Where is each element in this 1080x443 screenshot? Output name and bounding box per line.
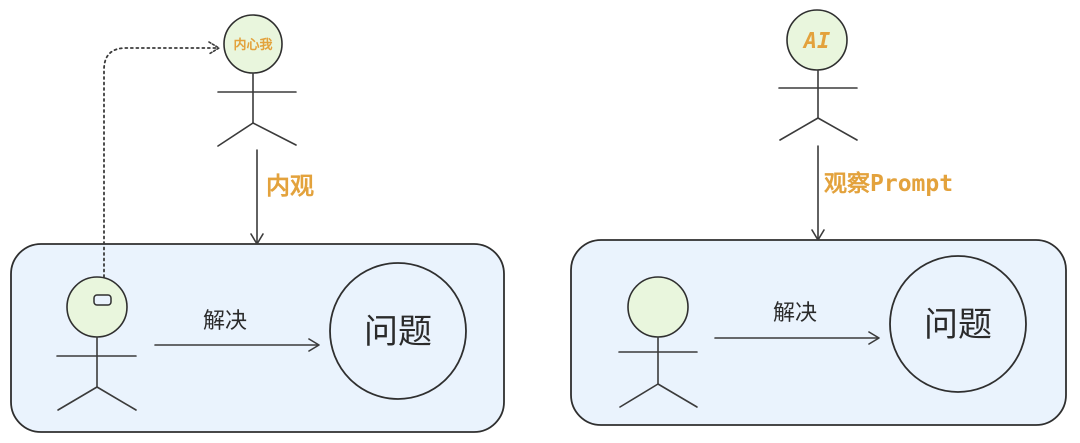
eye-window-icon <box>93 294 112 306</box>
right-scene: AI 观察Prompt 解决 问题 <box>570 9 1067 426</box>
person-figure-right <box>618 276 698 408</box>
person-head-right <box>627 276 689 338</box>
inner-self-label: 内心我 <box>233 37 272 53</box>
problem-label-right: 问题 <box>924 305 992 345</box>
solve-label-right: 解决 <box>773 301 817 326</box>
problem-label-left: 问题 <box>364 312 432 352</box>
inner-self-figure: 内心我 <box>217 14 297 147</box>
problem-circle-right <box>889 255 1027 393</box>
ai-head <box>786 9 848 71</box>
self-observation-dotted-path <box>103 41 221 289</box>
ai-label: AI <box>802 29 831 54</box>
introspection-label: 内观 <box>266 172 314 200</box>
person-head-left <box>66 276 128 338</box>
ai-figure: AI <box>778 9 858 141</box>
left-scene: 内心我 内观 解决 问题 <box>10 14 505 433</box>
problem-circle-left <box>329 262 467 400</box>
inner-self-head <box>223 14 283 74</box>
observe-prompt-label: 观察Prompt <box>824 170 953 197</box>
solve-label-left: 解决 <box>203 309 247 334</box>
person-figure-left <box>56 276 137 411</box>
